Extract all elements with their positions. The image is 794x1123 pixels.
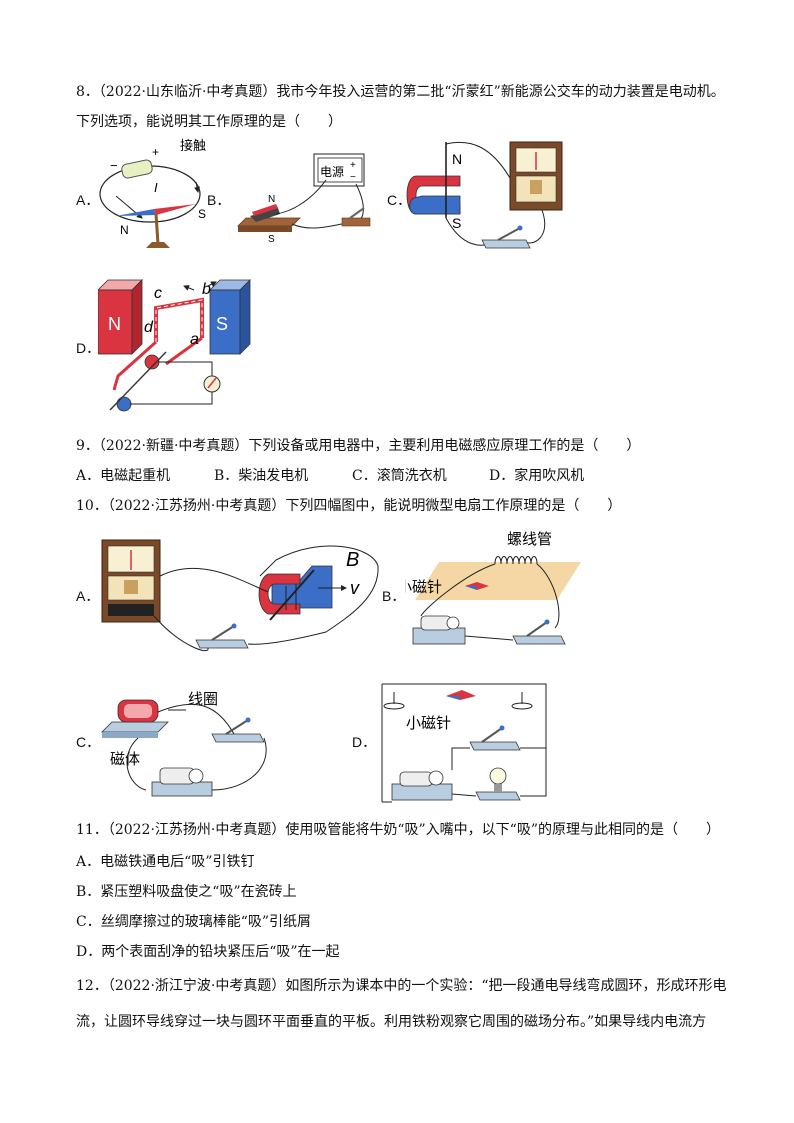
q10b-solenoid-label: 螺线管 [507, 530, 552, 548]
q8a-touch-label: 接触 [180, 138, 206, 154]
switch-base-c [481, 239, 531, 249]
q11-option-d[interactable]: D．两个表面刮净的铅块紧压后“吸”在一起 [76, 944, 340, 960]
q10-option-d-label[interactable]: D． [352, 734, 377, 750]
u-magnet-blue [409, 195, 461, 215]
compass-needle-south [154, 204, 196, 215]
q11-option-b[interactable]: B．紧压塑料吸盘使之“吸”在瓷砖上 [76, 884, 297, 900]
q12-stem-line2: 流，让圆环导线穿过一块与圆环平面垂直的平板。利用铁粉观察它周围的磁场分布。”如果… [76, 1014, 707, 1030]
q10c-coil-label: 线圈 [188, 690, 218, 708]
switch-10b [512, 635, 566, 645]
q8-stem-line1: 8．（2022·山东临沂·中考真题）我市今年投入运营的第二批“沂蒙红”新能源公交… [76, 84, 725, 100]
svg-text:b: b [202, 281, 211, 298]
q9-option-a[interactable]: A．电磁起重机 [76, 468, 171, 484]
switch-10d [469, 741, 521, 751]
q11-option-c[interactable]: C．丝绸摩擦过的玻璃棒能“吸”引纸屑 [76, 914, 312, 930]
svg-text:d: d [144, 319, 154, 336]
svg-text:a: a [190, 331, 199, 348]
svg-text:S: S [216, 314, 228, 334]
q8b-power-label: 电源 [320, 165, 344, 179]
q8-figure-a: 接触 + − I N S [99, 138, 206, 248]
q10-figure-b: 螺线管 小磁针 [405, 530, 581, 645]
q8-option-c-label[interactable]: C． [387, 192, 412, 208]
battery [121, 159, 153, 179]
svg-text:v: v [350, 578, 360, 598]
svg-text:−: − [350, 172, 356, 183]
svg-text:S: S [198, 207, 206, 221]
bulb-icon [489, 767, 507, 785]
q8-option-d-label[interactable]: D． [76, 340, 101, 356]
svg-text:−: − [110, 158, 118, 173]
q9-stem: 9．（2022·新疆·中考真题）下列设备或用电器中，主要利用电磁感应原理工作的是… [76, 438, 641, 454]
q10-figure-c: 线圈 磁体 [101, 690, 267, 797]
q8-option-b-label[interactable]: B． [207, 192, 231, 208]
q10-figure-d: 小磁针 [381, 683, 547, 803]
generator-b [412, 627, 466, 645]
q9-option-b[interactable]: B．柴油发电机 [214, 468, 309, 484]
svg-text:S: S [268, 234, 275, 242]
q10c-magnet-label: 磁体 [110, 750, 140, 768]
svg-text:N: N [268, 194, 275, 205]
tan-plate [415, 562, 581, 600]
magnet-n [98, 289, 133, 355]
q10-option-b-label[interactable]: B． [382, 588, 406, 604]
svg-text:+: + [350, 160, 356, 171]
q8-figure-b: 电源 + − N S [237, 153, 371, 242]
q11-option-a[interactable]: A．电磁铁通电后“吸”引铁钉 [76, 854, 255, 870]
q8-figure-d: N S c b d a [98, 279, 251, 412]
q10-option-a-label[interactable]: A． [76, 588, 100, 604]
q12-stem-line1: 12．（2022·浙江宁波·中考真题）如图所示为课本中的一个实验：“把一段通电导… [76, 978, 727, 994]
svg-text:B: B [346, 549, 359, 571]
svg-text:N: N [452, 151, 462, 167]
svg-text:N: N [120, 223, 129, 237]
wood-board [237, 217, 301, 227]
q10b-needle-label: 小磁针 [405, 578, 442, 596]
switch-10a [195, 639, 249, 649]
q10-option-c-label[interactable]: C． [76, 734, 101, 750]
solenoid [494, 556, 538, 565]
lamp-base [475, 791, 521, 801]
magnet-s [209, 289, 241, 355]
q11-stem: 11．（2022·江苏扬州·中考真题）使用吸管能将牛奶“吸”入嘴中，以下“吸”的… [76, 822, 720, 838]
svg-text:c: c [154, 285, 162, 302]
q10d-needle-label: 小磁针 [406, 714, 451, 732]
compass-needle-north [116, 209, 156, 216]
q8-option-a-label[interactable]: A． [76, 192, 100, 208]
q8-figure-c: N S [406, 141, 563, 249]
generator-d [391, 783, 453, 801]
svg-text:+: + [152, 145, 159, 159]
q9-option-c[interactable]: C．滚筒洗衣机 [352, 468, 447, 484]
q10-stem: 10．（2022·江苏扬州·中考真题）下列四幅图中，能说明微型电扇工作原理的是（… [76, 498, 622, 514]
q10-figure-a: B v [101, 539, 379, 652]
svg-text:S: S [452, 215, 461, 231]
switch-base [341, 217, 371, 227]
q9-option-d[interactable]: D．家用吹风机 [489, 468, 585, 484]
u-magnet-10a [258, 573, 301, 615]
svg-text:N: N [108, 314, 121, 334]
q8-stem-line2: 下列选项，能说明其工作原理的是（ ） [76, 114, 342, 130]
svg-text:I: I [154, 180, 158, 195]
switch-10c [211, 733, 265, 743]
